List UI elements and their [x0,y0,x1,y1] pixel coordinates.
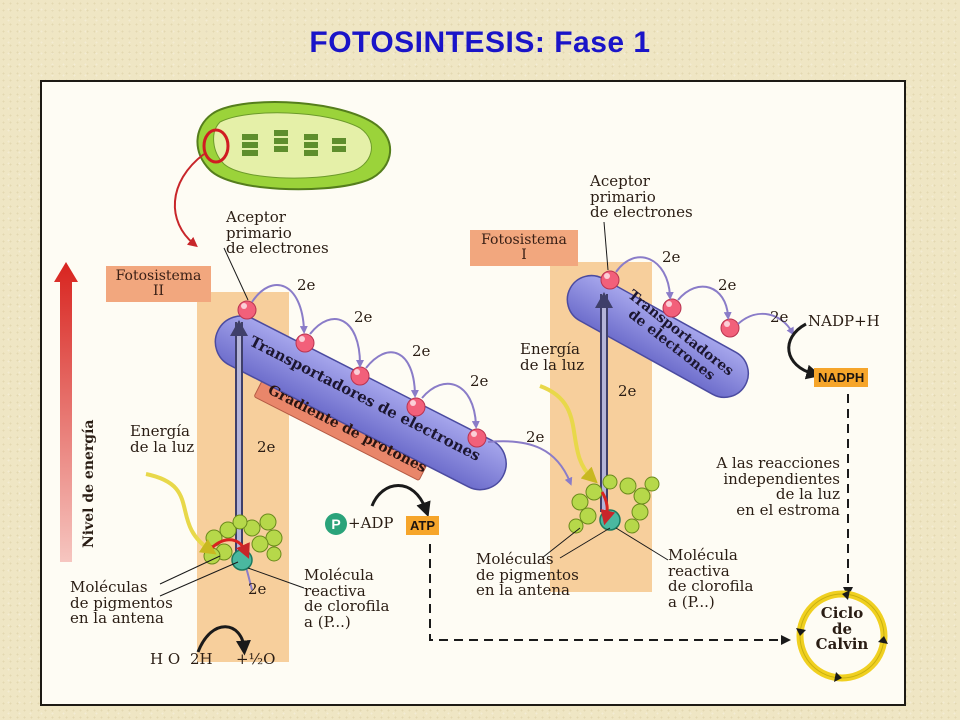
phosphate-badge: P [325,513,347,535]
slide-title: FOTOSINTESIS: Fase 1 [309,26,651,59]
electron-label-6: 2e [257,438,276,456]
electron-label-2: 2e [354,308,373,326]
electron-hop-arrows-2 [615,256,794,336]
nadp-label: NADP+H [808,312,880,330]
electron-label-7: 2e [248,580,267,598]
electron-label-3: 2e [412,342,431,360]
electron-label-5: 2e [526,428,545,446]
electron-label-11: 2e [618,382,637,400]
reactive-molecule-ps1-label: Molécula reactiva de clorofila a (P...) [668,546,754,611]
calvin-cycle-icon [796,590,888,682]
photosystem-1-label: Fotosistema I [470,230,578,266]
diagram-graphics [54,101,888,682]
adp-label: +ADP [348,514,394,532]
energy-level-axis-label: Nivel de energía [81,419,97,548]
antenna-ps1-label: Moléculas de pigmentos en la antena [476,550,579,600]
energy-axis-arrow [54,262,78,562]
electron-hop-arrows-1 [251,284,573,486]
light-arrow-ps2 [145,472,217,555]
antenna-cluster-ps1 [568,474,660,534]
nadph-badge: NADPH [814,368,869,387]
acceptor-ps2-label: Aceptor primario de electrones [226,208,329,258]
oxygen-label: +½O [236,650,276,668]
electron-label-8: 2e [662,248,681,266]
pointer-lines [159,221,669,597]
electron-label-1: 2e [297,276,316,294]
antenna-ps2-label: Moléculas de pigmentos en la antena [70,578,173,628]
zoom-arrow [174,153,205,248]
calvin-cycle-label: Ciclo de Calvin [815,604,869,654]
light-energy-ps2-label: Energía de la luz [130,422,195,456]
photosystem-2-label: Fotosistema II [106,266,211,302]
light-energy-ps1-label: Energía de la luz [520,340,585,374]
reaction-center-ps2 [231,549,253,571]
water-split-arrow [196,625,251,656]
dashed-atp-to-calvin [429,544,791,645]
atp-synthesis-arrow [370,484,431,518]
stroma-note: A las reacciones independientes de la lu… [716,454,840,519]
water-label: H O [150,650,181,668]
electron-label-9: 2e [718,276,737,294]
electron-carrier-band-1 [214,315,507,491]
red-excitation-arrow-ps1 [600,491,616,526]
antenna-cluster-ps2 [203,513,283,565]
photosynthesis-diagram: Fotosistema II Fotosistema I [40,80,906,706]
light-arrow-ps1 [539,384,598,484]
reaction-center-ps1 [599,509,621,531]
nadph-synthesis-arrow [787,322,822,380]
electron-label-4: 2e [470,372,489,390]
reactive-molecule-ps2-label: Molécula reactiva de clorofila a (P...) [304,566,390,631]
acceptor-ps1-label: Aceptor primario de electrones [590,172,693,222]
electron-label-10: 2e [770,308,789,326]
hydrogen-label: 2H [190,650,213,668]
chloroplast-icon [196,101,391,191]
atp-badge: ATP [406,516,440,535]
